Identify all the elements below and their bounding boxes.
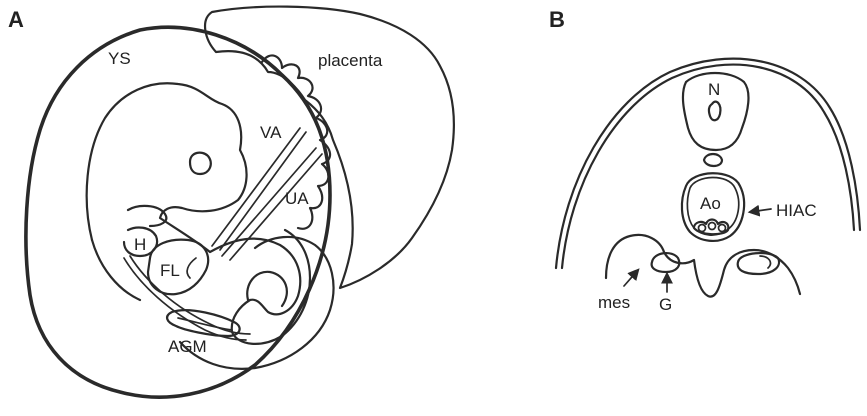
notochord: [704, 154, 722, 166]
label-h: H: [134, 235, 146, 254]
mesentery-baseline: [606, 235, 800, 297]
hindlimb-outline: [247, 272, 287, 306]
label-ua: UA: [285, 189, 309, 208]
label-mes: mes: [598, 293, 630, 312]
arrow-hiac: [750, 209, 771, 212]
label-placenta: placenta: [318, 51, 383, 70]
panel-a-letter: A: [8, 7, 24, 32]
label-va: VA: [260, 123, 282, 142]
label-fl: FL: [160, 261, 180, 280]
vitelline-artery-line-1: [212, 128, 300, 246]
gonad-right-inner: [760, 256, 770, 268]
forelimb-crease: [187, 258, 196, 278]
hiac-cell-3: [719, 225, 726, 232]
dorsal-aorta-line-1: [124, 258, 246, 340]
label-n: N: [708, 80, 720, 99]
panel-b-letter: B: [549, 7, 565, 32]
hiac-cell-1: [699, 225, 706, 232]
gonad-right: [738, 253, 779, 274]
embryo-eye: [190, 153, 211, 174]
label-ao: Ao: [700, 194, 721, 213]
label-hiac: HIAC: [776, 201, 817, 220]
arrow-mes: [624, 270, 638, 286]
panel-b: B N Ao HIAC mes G: [549, 7, 860, 314]
label-ys: YS: [108, 49, 131, 68]
hiac-cell-2: [709, 223, 716, 230]
label-agm: AGM: [168, 337, 207, 356]
panel-a: A YS: [8, 7, 454, 398]
neural-tube-lumen: [709, 102, 720, 121]
label-g: G: [659, 295, 672, 314]
agm-inner-line: [178, 318, 232, 330]
